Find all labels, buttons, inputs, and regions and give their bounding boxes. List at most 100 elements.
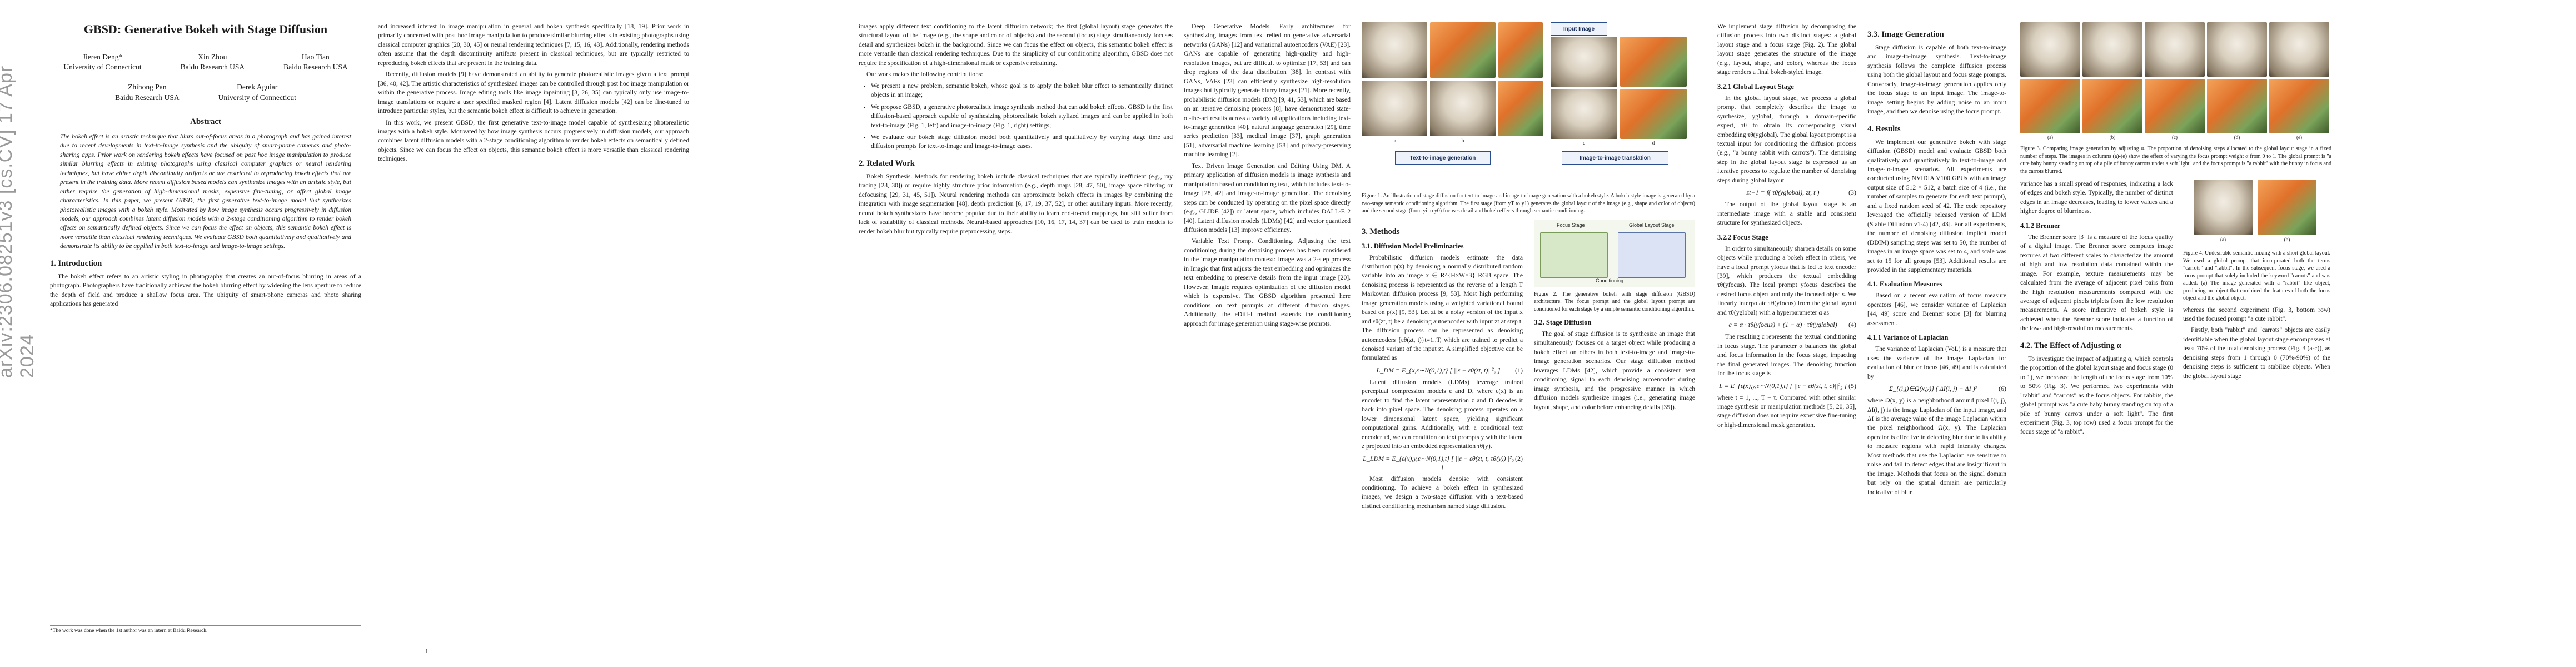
equation-number: (3) — [1848, 188, 1856, 197]
intro-continued-2: images apply different text conditioning… — [859, 22, 1173, 79]
paragraph: The Brenner score [3] is a measure of th… — [2020, 233, 2173, 332]
sd-heading: 3.2. Stage Diffusion — [1534, 318, 1592, 326]
paragraph: where Ω(x, y) is a neighborhood around p… — [1867, 397, 2006, 496]
equation-body: c = α · τθ(yfocus) + (1 − α) · τθ(ygloba… — [1728, 321, 1837, 329]
page2-left-column: images apply different text conditioning… — [859, 22, 1173, 238]
subfig-label: a — [1394, 138, 1396, 143]
figure-3-caption: Figure 3. Comparing image generation by … — [2020, 146, 2331, 175]
image-to-image-tag: Image-to-image translation — [1562, 151, 1668, 165]
related-body-2: Deep Generative Models. Early architectu… — [1184, 22, 1351, 328]
page-number: 1 — [425, 648, 428, 655]
subfig-label: (b) — [2109, 135, 2116, 140]
paragraph: The bokeh effect refers to an artistic s… — [50, 272, 361, 308]
abstract-heading: Abstract — [190, 117, 221, 126]
paragraph: variance has a small spread of responses… — [2020, 180, 2173, 215]
equation-number: (1) — [1515, 366, 1523, 374]
figure-2-column: Focus Stage Global Layout Stage Conditio… — [1534, 219, 1695, 514]
figure-3: (a) (b) (c) (d) (e) Figure 3. Comparing … — [2020, 22, 2331, 439]
paragraph: To investigate the impact of adjusting α… — [2020, 355, 2173, 436]
figure-1: a b Input Image c d Text-to-image genera… — [1362, 22, 1695, 513]
figure-image — [1362, 81, 1427, 136]
vol-body-3: variance has a small spread of responses… — [2020, 180, 2173, 216]
paragraph: Stage diffusion is capable of both text-… — [1867, 44, 2006, 116]
paragraph: We implement our generative bokeh with s… — [1867, 138, 2006, 273]
gl-heading: 3.2.1 Global Layout Stage — [1717, 82, 1794, 91]
page2-bottom-columns: 3. Methods 3.1. Diffusion Model Prelimin… — [1362, 219, 1695, 514]
dm-heading: 3.1. Diffusion Model Preliminaries — [1362, 242, 1464, 250]
abstract-text: The bokeh effect is an artistic techniqu… — [60, 132, 351, 250]
page3-col-4: (a) (b) Figure 4. Undesirable semantic m… — [2183, 180, 2330, 439]
figure-image — [2020, 22, 2080, 77]
conditioning-label: Conditioning — [1596, 277, 1624, 283]
paragraph: whereas the second experiment (Fig. 3, b… — [2183, 306, 2330, 322]
intro-body: The bokeh effect refers to an artistic s… — [50, 272, 361, 309]
list-item: We evaluate our bokeh stage diffusion mo… — [871, 133, 1173, 151]
paragraph: The variance of Laplacian (VoL) is a mea… — [1867, 345, 2006, 380]
brenner-heading: 4.1.2 Brenner — [2020, 221, 2061, 230]
subfig-label: (c) — [2172, 135, 2178, 140]
fs-body-2: The resulting c represents the textual c… — [1717, 332, 1856, 378]
author-name: Xin Zhou — [198, 53, 227, 61]
figure-image — [1498, 81, 1543, 136]
figure-1-image: a b Input Image c d Text-to-image genera… — [1362, 22, 1695, 189]
author: Xin Zhou Baidu Research USA — [181, 52, 245, 72]
methods-heading: 3. Methods — [1362, 227, 1400, 236]
author-affiliation: Baidu Research USA — [283, 63, 348, 72]
author-name: Derek Aguiar — [237, 83, 278, 92]
vol-heading: 4.1.1 Variance of Laplacian — [1867, 334, 1949, 342]
paragraph: images apply different text conditioning… — [859, 23, 1173, 67]
effect-body: To investigate the impact of adjusting α… — [2020, 355, 2173, 437]
vol-body-2: where Ω(x, y) is a neighborhood around p… — [1867, 396, 2006, 497]
page3-bottom-columns: variance has a small spread of responses… — [2020, 180, 2331, 439]
subfig-label: (b) — [2284, 237, 2290, 242]
fs-body: In order to simultaneously sharpen detai… — [1717, 245, 1856, 318]
figure-image — [2207, 79, 2267, 133]
figure-image — [1620, 37, 1687, 87]
equation-1: (1) L_DM = E_{x,ε∼N(0,1),t} [ ||ε − εθ(zt… — [1362, 366, 1523, 375]
paragraph: Deep Generative Models. Early architectu… — [1184, 23, 1351, 158]
figure-1-caption: Figure 1. An illustration of stage diffu… — [1362, 193, 1695, 214]
figure-image — [2020, 79, 2080, 133]
figure-image — [1551, 89, 1617, 139]
focus-stage-label: Focus Stage — [1557, 222, 1585, 228]
effect-body-2: whereas the second experiment (Fig. 3, b… — [2183, 306, 2330, 381]
equation-body: L_DM = E_{x,ε∼N(0,1),t} [ ||ε − εθ(zt, t… — [1376, 366, 1501, 374]
global-stage-label: Global Layout Stage — [1629, 222, 1675, 228]
arxiv-stamp: arXiv:2306.08251v3 [cs.CV] 17 Apr 2024 — [0, 65, 38, 378]
related-heading: 2. Related Work — [859, 158, 915, 168]
equation-3: (3) zt−1 = f( τθ(yglobal), zt, t ) — [1717, 188, 1856, 197]
authors-row-1: Jieren Deng* University of Connecticut X… — [50, 52, 361, 72]
page1-left-column: GBSD: Generative Bokeh with Stage Diffus… — [50, 22, 361, 311]
related-body: Bokeh Synthesis. Methods for rendering b… — [859, 172, 1173, 236]
paragraph: Bokeh Synthesis. Methods for rendering b… — [859, 172, 1173, 235]
fs-body-3: where t = 1, ..., T − τ. Compared with o… — [1717, 394, 1856, 430]
author-affiliation: Baidu Research USA — [180, 63, 245, 72]
figure-image — [2207, 22, 2267, 77]
figure-3-grid: (a) (b) (c) (d) (e) — [2020, 22, 2331, 142]
figure-image — [2145, 22, 2205, 77]
gl-body: In the global layout stage, we process a… — [1717, 94, 1856, 186]
subfig-label: (d) — [2234, 135, 2240, 140]
eval-heading: 4.1. Evaluation Measures — [1867, 280, 1942, 288]
author-affiliation: University of Connecticut — [218, 93, 296, 102]
figure-4-images: (a) (b) — [2183, 180, 2330, 246]
paragraph: We implement stage diffusion by decompos… — [1717, 23, 1856, 76]
page3-col-1: We implement stage diffusion by decompos… — [1717, 22, 1856, 432]
author: Hao Tian Baidu Research USA — [283, 52, 347, 72]
page2-middle-column: Deep Generative Models. Early architectu… — [1184, 22, 1351, 331]
author-name: Jieren Deng* — [82, 53, 123, 61]
sd-body-cont: We implement stage diffusion by decompos… — [1717, 22, 1856, 77]
methods-column: 3. Methods 3.1. Diffusion Model Prelimin… — [1362, 220, 1523, 514]
equation-2: (2)L_LDM = E_{ε(x),y,ε∼N(0,1),t} [ ||ε −… — [1362, 455, 1523, 471]
paragraph: Most diffusion models denoise with consi… — [1362, 475, 1523, 510]
paragraph: The goal of stage diffusion is to synthe… — [1534, 330, 1695, 411]
author-affiliation: University of Connecticut — [63, 63, 142, 72]
equation-body: zt−1 = f( τθ(yglobal), zt, t ) — [1746, 188, 1820, 197]
figure-image — [1498, 22, 1543, 78]
subfig-label: (a) — [2047, 135, 2053, 140]
equation-number: (6) — [1999, 385, 2006, 393]
subfig-label: (e) — [2296, 135, 2302, 140]
paragraph: Based on a recent evaluation of focus me… — [1867, 292, 2006, 327]
figure-image — [1362, 22, 1427, 78]
subfig-label: c — [1583, 140, 1585, 146]
